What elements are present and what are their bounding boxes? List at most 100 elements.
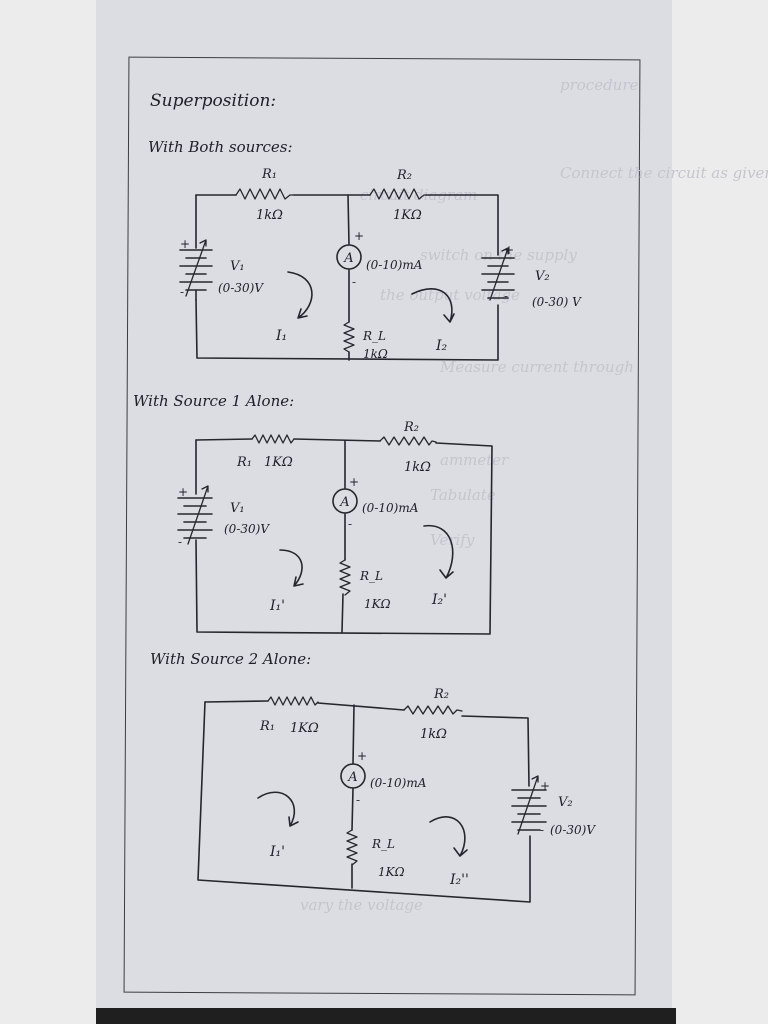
svg-text:-: - (352, 275, 356, 289)
wire (195, 442, 493, 635)
wire (341, 593, 344, 633)
v2-range: (0-30)V (550, 823, 596, 837)
svg-text:-: - (178, 535, 182, 549)
resistor-rl (339, 559, 351, 596)
bleed-line-5: Measure current through (439, 358, 634, 376)
rl-value: 1KΩ (378, 865, 405, 879)
ammeter-range: (0-10)mA (362, 501, 419, 515)
bleed-line-9: vary the voltage (300, 896, 423, 914)
current-arrow-i1 (287, 271, 313, 319)
circuit-both-sources: With Both sources: + - (148, 138, 582, 361)
svg-text:-: - (348, 517, 352, 531)
bleed-line-7: Tabulate (430, 486, 496, 504)
wire (425, 194, 499, 256)
resistor-r1 (235, 188, 295, 200)
v1-label: V₁ (230, 501, 245, 516)
rl-value: 1KΩ (364, 597, 391, 611)
wire (317, 702, 405, 711)
rl-label: R_L (362, 329, 386, 343)
resistor-rl (343, 321, 355, 353)
wire (197, 701, 531, 903)
section-heading: With Source 2 Alone: (150, 650, 311, 668)
v2-label: V₂ (535, 269, 550, 284)
wire (195, 299, 499, 361)
resistor-r1 (267, 696, 319, 706)
ammeter-range: (0-10)mA (366, 258, 423, 272)
r1-label: R₁ (259, 719, 275, 734)
r2-label: R₂ (433, 687, 449, 702)
resistor-r1 (251, 434, 295, 444)
ammeter-range: (0-10)mA (370, 776, 427, 790)
svg-text:+: + (349, 475, 359, 489)
page-title: Superposition: (150, 91, 276, 111)
r1-value: 1kΩ (256, 208, 283, 223)
i2-label: I₂ (435, 338, 448, 354)
v1-label: V₁ (230, 259, 245, 274)
ammeter-symbol: A (339, 495, 349, 510)
v1-range: (0-30)V (224, 522, 270, 536)
svg-text:-: - (540, 823, 544, 837)
r2-label: R₂ (396, 168, 412, 183)
rl-label: R_L (371, 837, 395, 851)
bleed-line-6: ammeter (440, 451, 509, 469)
section-heading: With Both sources: (148, 138, 293, 156)
r1-value: 1KΩ (290, 721, 319, 736)
voltage-source-v2: + - (481, 243, 515, 303)
svg-text:+: + (354, 229, 364, 243)
voltage-source-v2: + - (511, 775, 550, 837)
svg-text:-: - (504, 289, 508, 303)
resistor-r2 (379, 436, 437, 446)
i1-label: I₁ (275, 328, 287, 344)
i1-label: I₁' (269, 598, 285, 614)
circuit-source-1-alone: With Source 1 Alone: + - A + - (133, 392, 493, 635)
current-arrow-i2 (411, 288, 455, 323)
current-arrow-i1 (279, 549, 304, 587)
ammeter: A + - (332, 475, 359, 531)
i2-label: I₂'' (449, 872, 469, 888)
svg-text:+: + (180, 237, 190, 251)
i1-label: I₁' (269, 844, 285, 860)
current-arrow-i1 (257, 791, 299, 827)
wire (195, 438, 253, 441)
svg-text:+: + (504, 243, 514, 257)
voltage-source-v1: + - (177, 485, 213, 549)
r2-label: R₂ (403, 420, 419, 435)
r1-value: 1KΩ (264, 455, 293, 470)
bleed-line-0: procedure (560, 76, 639, 94)
rl-label: R_L (359, 569, 383, 583)
bleed-through-text: procedure Connect the circuit as given c… (300, 76, 768, 914)
i2-label: I₂' (431, 592, 447, 608)
background-right (670, 0, 768, 1024)
current-arrow-i2 (429, 816, 468, 857)
wire (352, 704, 355, 765)
resistor-r2 (403, 705, 463, 715)
voltage-source-v1: + - (179, 237, 213, 301)
ammeter-symbol: A (343, 251, 353, 266)
r1-label: R₁ (236, 455, 252, 470)
bleed-line-1: Connect the circuit as given (560, 164, 768, 182)
notebook-page (96, 0, 672, 1010)
current-arrow-i2 (423, 524, 454, 579)
wire (461, 715, 530, 787)
svg-text:+: + (178, 485, 188, 499)
r2-value: 1kΩ (404, 460, 431, 475)
wire (351, 787, 354, 831)
background-left (0, 0, 98, 1024)
ammeter: A + - (336, 229, 364, 289)
wire (293, 438, 381, 442)
ammeter-symbol: A (347, 770, 357, 785)
svg-text:-: - (356, 793, 360, 807)
section-heading: With Source 1 Alone: (133, 392, 294, 410)
v1-range: (0-30)V (218, 281, 264, 295)
svg-text:+: + (357, 749, 367, 763)
v2-label: V₂ (558, 795, 573, 810)
ammeter: A + - (340, 749, 367, 807)
wire (347, 194, 350, 245)
circuit-source-2-alone: With Source 2 Alone: + - A + - (150, 650, 596, 903)
resistor-r2 (369, 188, 427, 200)
r1-label: R₁ (261, 167, 277, 182)
svg-text:+: + (540, 779, 550, 793)
rl-value: 1kΩ (363, 347, 388, 361)
bleed-line-8: Verify (430, 531, 475, 549)
